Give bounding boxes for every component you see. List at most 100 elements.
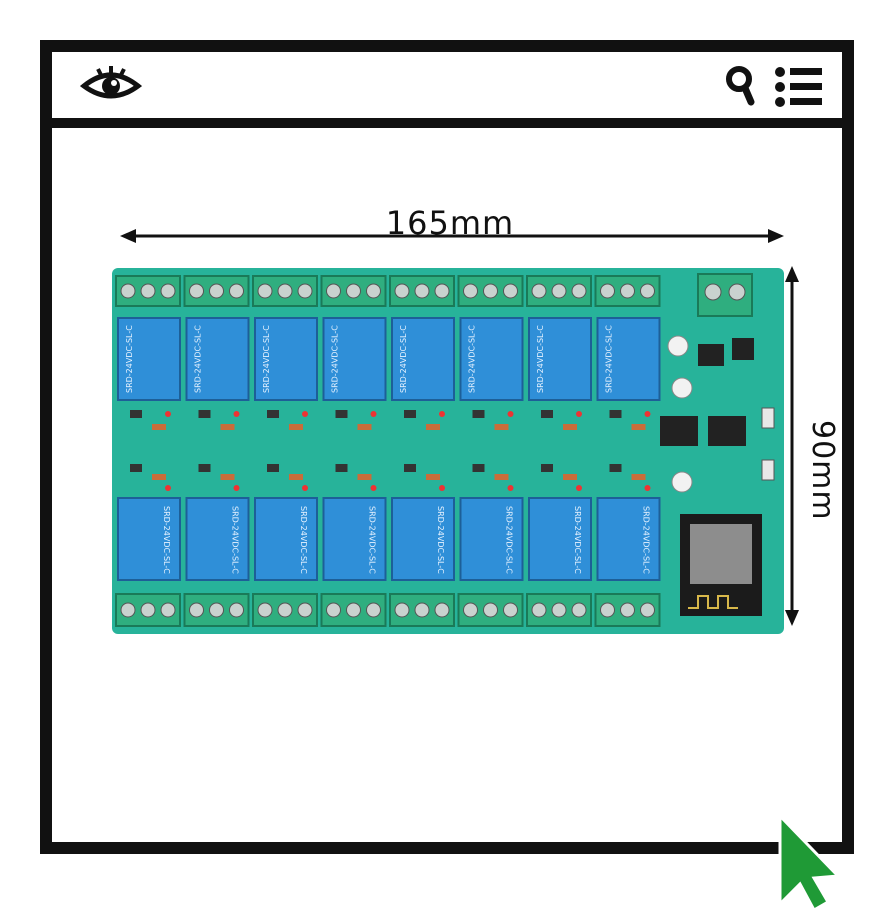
terminal-screw	[483, 602, 498, 618]
terminal-screw	[463, 602, 478, 618]
led	[439, 485, 445, 491]
relay-label: SRD-24VDC-SL-C	[505, 506, 514, 574]
terminal-screw	[120, 602, 136, 618]
list-menu-icon[interactable]	[774, 64, 824, 110]
relay-label: SRD-24VDC-SL-C	[573, 506, 582, 574]
terminal-screw	[434, 602, 450, 618]
relay	[596, 497, 661, 581]
relay-label: SRD-24VDC-SL-C	[368, 506, 377, 574]
transistor	[541, 464, 553, 472]
relay	[391, 497, 455, 581]
resistor	[357, 424, 372, 430]
control-chips	[660, 335, 775, 493]
terminal-screw	[257, 283, 273, 299]
terminal-screw	[394, 283, 410, 299]
relay	[459, 317, 524, 401]
resistor	[289, 424, 303, 430]
terminal-screw	[209, 283, 224, 299]
relay-label: SRD-24VDC-SL-C	[262, 325, 271, 393]
relay-board-image: SRD-24VDC-SL-C SRD-24VDC-SL-C SRD-24VDC-SL…	[112, 268, 784, 634]
relay-row-top	[117, 317, 661, 401]
resistor	[563, 474, 577, 480]
relay	[322, 497, 387, 581]
transistor	[198, 464, 211, 472]
relay-label: SRD-24VDC-SL-C	[536, 325, 545, 393]
terminal-screw	[531, 602, 547, 618]
relay	[459, 497, 524, 581]
terminal-screw	[140, 602, 156, 618]
toolbar	[52, 52, 842, 128]
resistor	[631, 424, 646, 430]
relay-label: SRD-24VDC-SL-C	[642, 506, 651, 574]
led	[576, 411, 582, 417]
resistor	[220, 424, 235, 430]
relay	[185, 317, 250, 401]
resistor	[426, 474, 440, 480]
resistor	[152, 474, 166, 480]
relay	[528, 497, 592, 581]
terminal-screw	[140, 283, 156, 299]
terminal-screw	[463, 283, 478, 299]
terminal-screw	[394, 602, 410, 618]
terminal-screw	[326, 602, 341, 618]
terminal-screw	[571, 602, 587, 618]
terminal-screw	[297, 283, 313, 299]
terminal-screw	[366, 283, 381, 299]
terminal-screw	[209, 602, 224, 618]
relay-label: SRD-24VDC-SL-C	[125, 325, 134, 393]
transistor	[472, 410, 485, 418]
relay-label: SRD-24VDC-SL-C	[299, 506, 308, 574]
relay	[322, 317, 387, 401]
terminal-screw	[640, 283, 655, 299]
relay-row-bottom	[117, 497, 661, 581]
resistor	[494, 424, 509, 430]
relay-label: SRD-24VDC-SL-C	[231, 506, 240, 574]
relay-label: SRD-24VDC-SL-C	[468, 325, 477, 393]
terminal-screw	[326, 283, 341, 299]
relay-label: SRD-24VDC-SL-C	[162, 506, 171, 574]
terminal-screw	[120, 283, 136, 299]
led	[233, 411, 240, 417]
transistor	[404, 410, 416, 418]
resistor	[220, 474, 235, 480]
height-dimension-label: 90mm	[805, 420, 840, 521]
resistor	[289, 474, 303, 480]
relay	[596, 317, 661, 401]
led	[165, 411, 171, 417]
terminal-screw	[297, 602, 313, 618]
transistor	[130, 410, 142, 418]
led	[507, 411, 514, 417]
terminal-screw	[620, 602, 635, 618]
transistor	[609, 464, 622, 472]
relay-model-labels: SRD-24VDC-SL-C SRD-24VDC-SL-C SRD-24VDC-SL…	[125, 325, 651, 575]
relay	[391, 317, 455, 401]
power-terminal	[697, 273, 753, 317]
relay	[117, 497, 181, 581]
relay-label: SRD-24VDC-SL-C	[436, 506, 445, 574]
bottom-terminal-blocks	[115, 593, 661, 627]
terminal-screw	[414, 283, 430, 299]
terminal-screw	[620, 283, 635, 299]
transistor	[472, 464, 485, 472]
relay-label: SRD-24VDC-SL-C	[194, 325, 203, 393]
terminal-screw	[277, 602, 293, 618]
width-dimension-arrow	[120, 229, 784, 243]
terminal-screw	[571, 283, 587, 299]
relay	[528, 317, 592, 401]
transistor	[609, 410, 622, 418]
led	[165, 485, 171, 491]
transistor	[335, 410, 348, 418]
resistor	[357, 474, 372, 480]
terminal-screw	[257, 602, 273, 618]
terminal-screw	[531, 283, 547, 299]
terminal-screw	[277, 283, 293, 299]
search-icon[interactable]	[724, 64, 758, 106]
resistor	[152, 424, 166, 430]
eye-icon[interactable]	[80, 62, 142, 106]
terminal-screw	[600, 283, 615, 299]
relay-label: SRD-24VDC-SL-C	[331, 325, 340, 393]
resistor	[631, 474, 646, 480]
terminal-screw	[483, 283, 498, 299]
led	[370, 485, 377, 491]
top-terminal-blocks	[115, 275, 661, 307]
